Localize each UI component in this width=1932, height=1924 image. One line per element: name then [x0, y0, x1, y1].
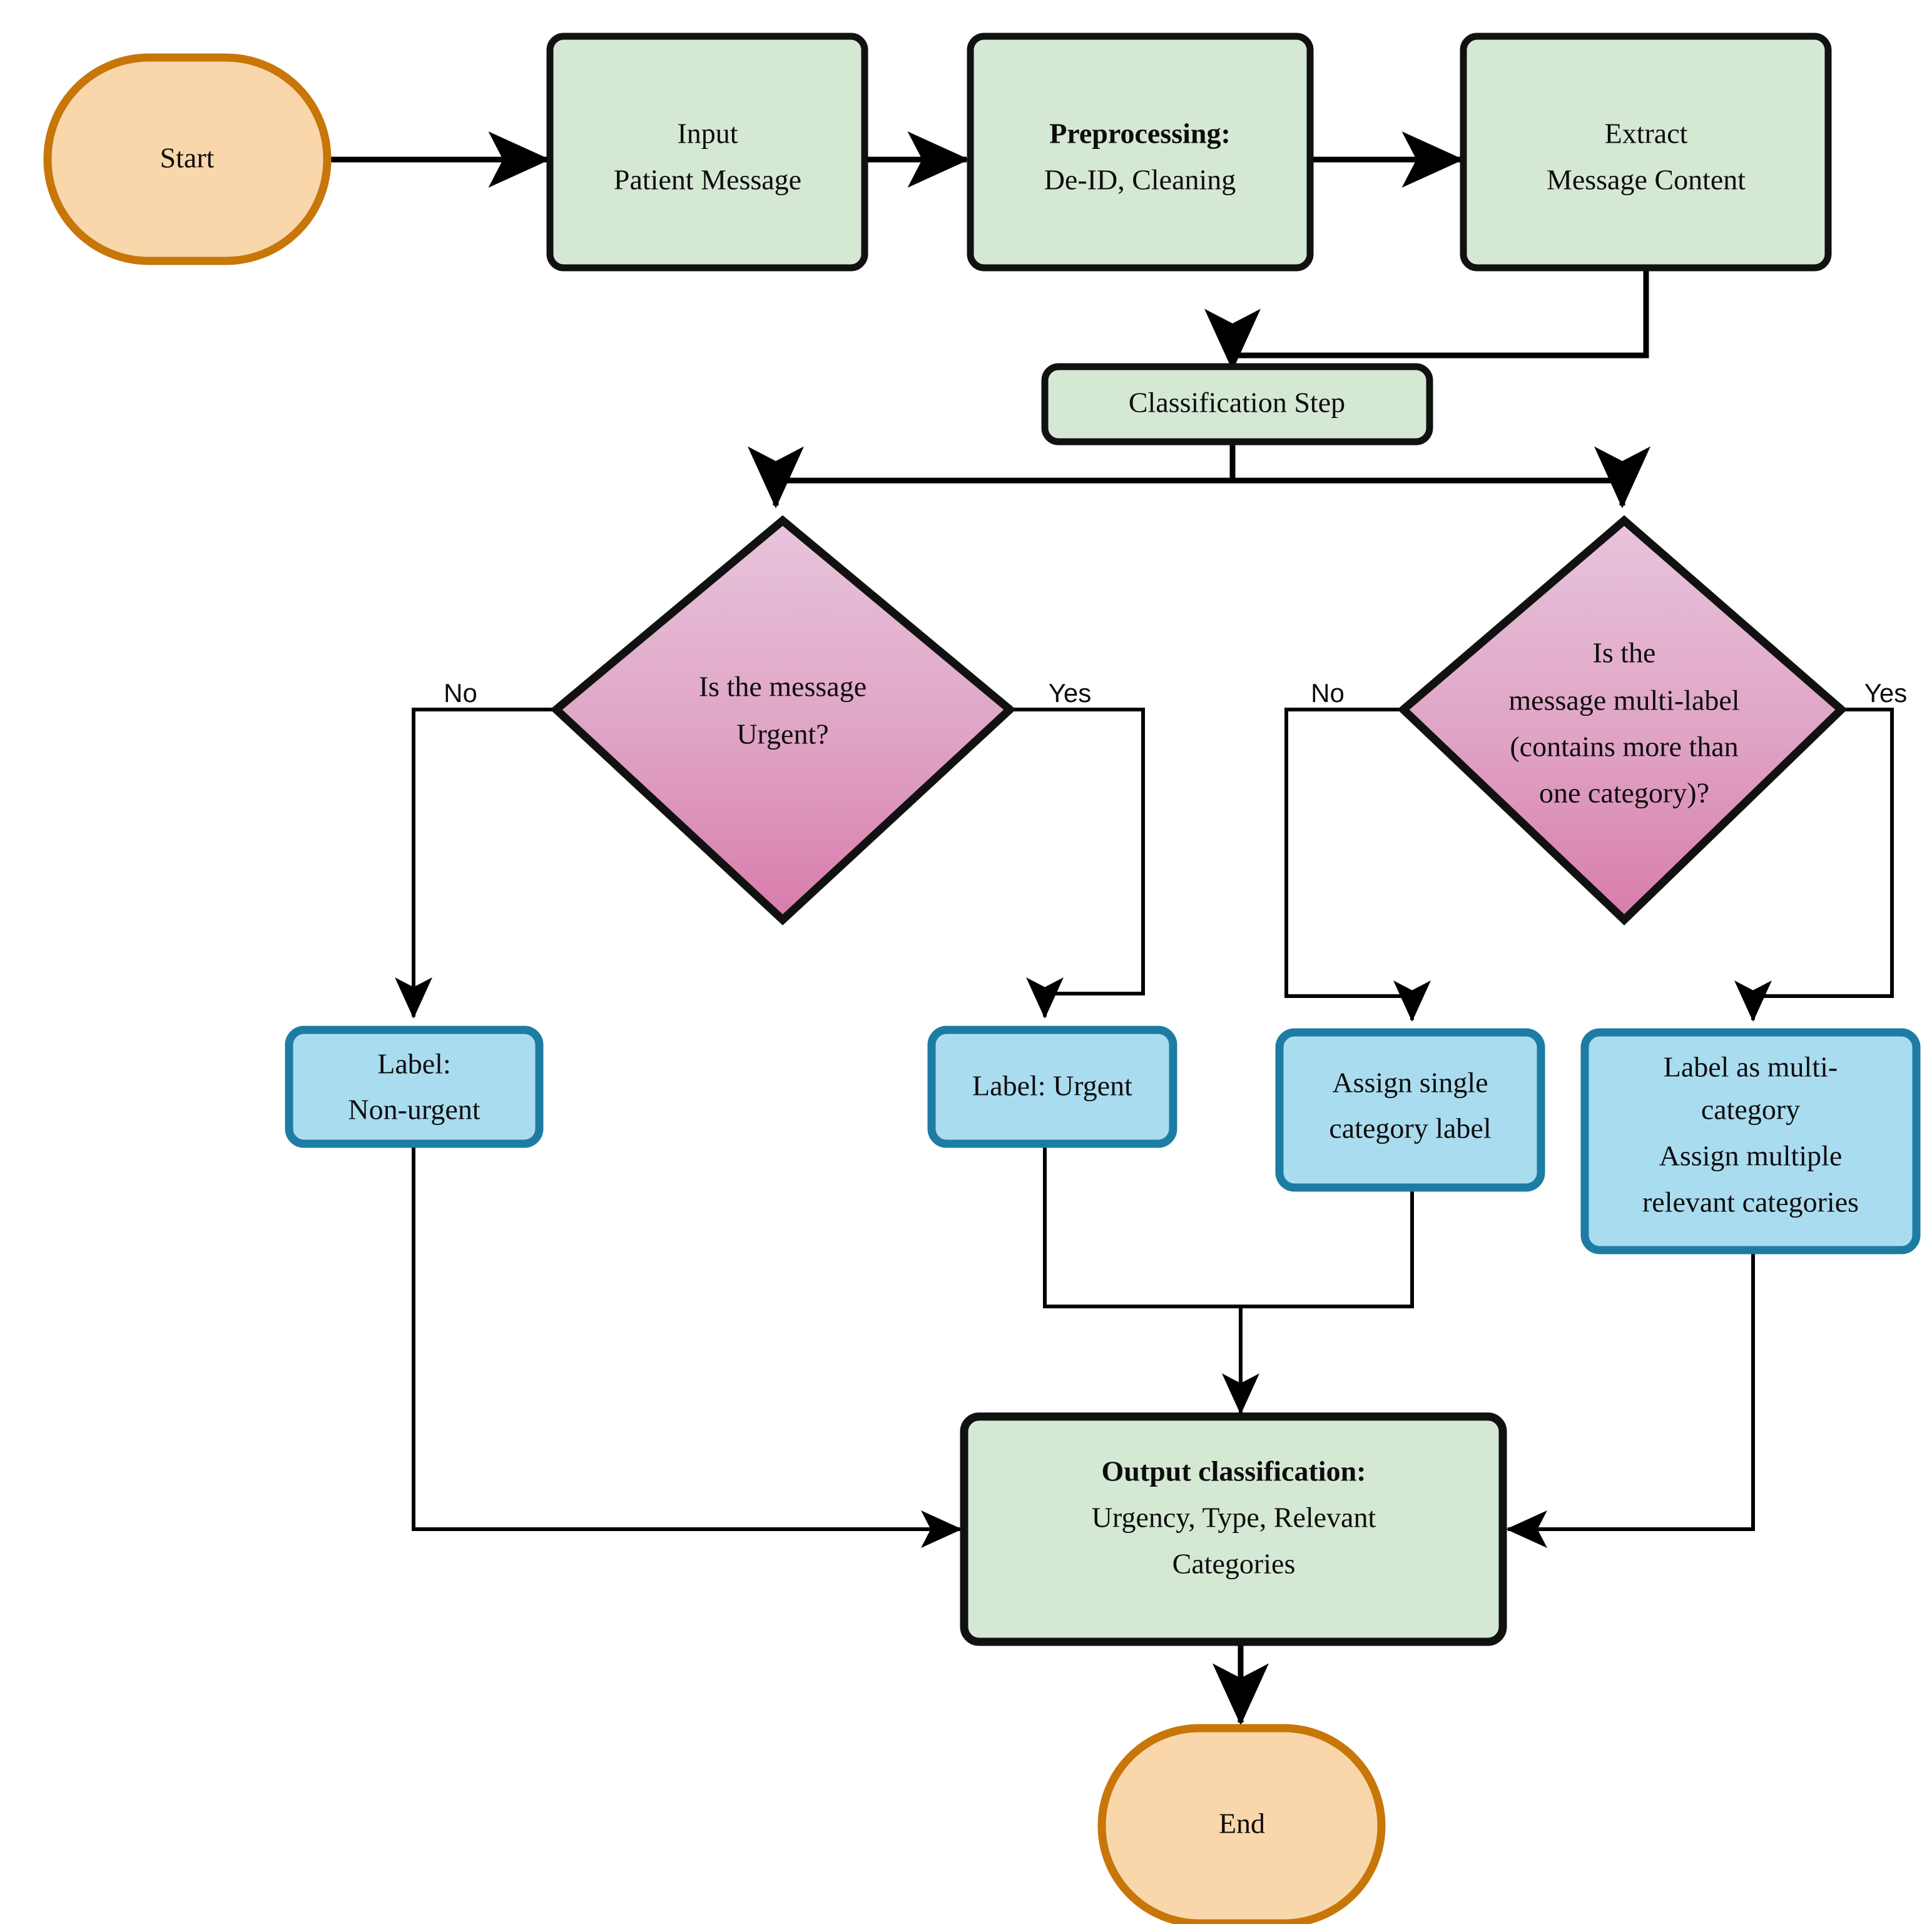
urgent-decision-label-line1: Is the message: [699, 671, 867, 703]
preprocessing-label-line2: De-ID, Cleaning: [1044, 164, 1236, 196]
label-nonurgent-line2: Non-urgent: [348, 1094, 480, 1126]
node-end[interactable]: End: [1097, 1724, 1386, 1924]
label-urgent-line1: Label: Urgent: [972, 1070, 1132, 1102]
input-shape: [546, 33, 868, 272]
extract-label-line1: Extract: [1605, 118, 1688, 150]
edge-label-urgent-to-output: [1043, 1139, 1259, 1415]
edge-extract-to-classification: [1204, 270, 1649, 371]
label-urgent-shape: [927, 1026, 1177, 1148]
label-multi-shape: [1580, 1028, 1921, 1255]
label-nonurgent-shape: [285, 1026, 544, 1148]
edge-classification-to-multilabel-decision: [1233, 446, 1650, 509]
output-line3: Categories: [1172, 1548, 1296, 1580]
start-shape: [43, 53, 332, 265]
node-urgent-decision[interactable]: Is the message Urgent?: [550, 515, 1016, 925]
assign-single-line1: Assign single: [1332, 1067, 1488, 1099]
node-output[interactable]: Output classification: Urgency, Type, Re…: [960, 1412, 1507, 1646]
edge-classification-to-urgent-decision: [748, 442, 1236, 509]
label-multi-line1: Label as multi-: [1664, 1051, 1838, 1083]
preprocessing-shape: [967, 33, 1314, 272]
node-classification[interactable]: Classification Step: [1041, 363, 1433, 445]
node-extract[interactable]: Extract Message Content: [1460, 33, 1832, 272]
end-shape: [1097, 1724, 1386, 1924]
urgent-decision-shape: [550, 515, 1016, 925]
edge-multilabel-yes-to-label-multi: [1734, 708, 1894, 1022]
edge-label-urgent-yes: Yes: [1049, 678, 1092, 708]
node-label-nonurgent[interactable]: Label: Non-urgent: [285, 1026, 544, 1148]
node-preprocessing[interactable]: Preprocessing: De-ID, Cleaning: [967, 33, 1314, 272]
node-input[interactable]: Input Patient Message: [546, 33, 868, 272]
assign-single-shape: [1275, 1028, 1545, 1192]
output-line1: Output classification:: [1102, 1455, 1366, 1487]
node-label-urgent[interactable]: Label: Urgent: [927, 1026, 1177, 1148]
edge-urgent-no-to-label-nonurgent: [395, 708, 560, 1019]
edge-label-multilabel-no: No: [1311, 678, 1345, 708]
input-label-line2: Patient Message: [614, 164, 801, 196]
node-assign-single[interactable]: Assign single category label: [1275, 1028, 1545, 1192]
end-label: End: [1219, 1808, 1265, 1840]
classification-shape: [1041, 363, 1433, 445]
multilabel-decision-label-line1: Is the: [1593, 637, 1656, 669]
label-multi-line2: category: [1701, 1094, 1800, 1126]
start-label: Start: [160, 142, 215, 174]
edge-label-multi-to-output: [1506, 1248, 1755, 1548]
edge-label-multilabel-yes: Yes: [1864, 678, 1908, 708]
label-multi-line4: relevant categories: [1642, 1186, 1859, 1218]
assign-single-line2: category label: [1329, 1112, 1491, 1144]
edge-assign-single-to-output: [1241, 1186, 1414, 1308]
multilabel-decision-label-line3: (contains more than: [1510, 731, 1738, 763]
node-start[interactable]: Start: [43, 53, 332, 265]
urgent-decision-label-line2: Urgent?: [736, 718, 828, 750]
edge-label-nonurgent-to-output: [412, 1139, 962, 1548]
multilabel-decision-label-line4: one category)?: [1539, 777, 1709, 809]
node-label-multi[interactable]: Label as multi- category Assign multiple…: [1580, 1028, 1921, 1255]
input-label-line1: Input: [677, 118, 738, 150]
edge-multilabel-no-to-assign-single: [1284, 708, 1431, 1022]
label-nonurgent-line1: Label:: [377, 1048, 451, 1080]
multilabel-decision-label-line2: message multi-label: [1508, 685, 1739, 716]
classification-label: Classification Step: [1129, 387, 1345, 419]
edge-urgent-yes-to-label-urgent: [1006, 708, 1145, 1019]
extract-shape: [1460, 33, 1832, 272]
output-line2: Urgency, Type, Relevant: [1092, 1502, 1376, 1534]
output-shape: [960, 1412, 1507, 1646]
multilabel-decision-shape: [1397, 515, 1848, 926]
label-multi-line3: Assign multiple: [1659, 1140, 1843, 1172]
preprocessing-label-line1: Preprocessing:: [1049, 118, 1231, 150]
edge-label-urgent-no: No: [444, 678, 477, 708]
edges-layer: [327, 131, 1894, 1726]
node-multilabel-decision[interactable]: Is the message multi-label (contains mor…: [1397, 515, 1848, 926]
extract-label-line2: Message Content: [1547, 164, 1746, 196]
edge-labels-layer: No Yes No Yes: [444, 678, 1907, 708]
